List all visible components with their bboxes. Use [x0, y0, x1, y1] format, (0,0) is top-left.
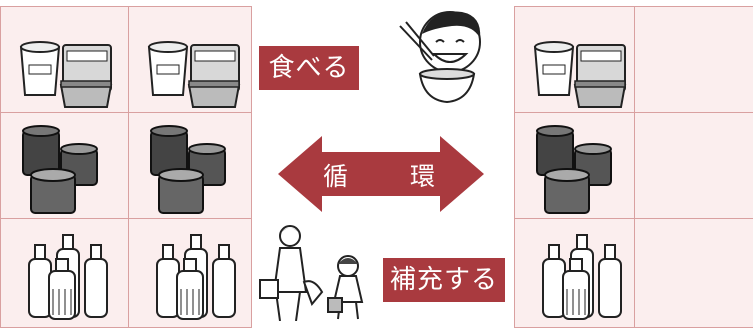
right-cell-empty-3	[634, 218, 753, 328]
water-bottles-icon	[542, 234, 622, 320]
canned-food-icon	[22, 125, 98, 214]
left-cell-noodles-2	[128, 6, 252, 114]
eat-label: 食べる	[259, 46, 359, 90]
canned-food-icon	[536, 125, 612, 214]
replenish-label: 補充する	[383, 258, 505, 302]
water-bottles-icon	[156, 234, 236, 320]
instant-noodles-icon	[148, 41, 240, 108]
right-cell-empty-2	[634, 112, 753, 220]
left-cell-noodles-1	[0, 6, 130, 114]
cycle-label-right: 環	[410, 162, 436, 191]
cycle-label-left: 循	[323, 162, 349, 191]
right-cell-bottles	[514, 218, 636, 328]
cycle-arrow	[278, 136, 484, 212]
left-cell-bottles-2	[128, 218, 252, 328]
left-cell-cans-1	[0, 112, 130, 220]
right-cell-empty-1	[634, 6, 753, 114]
left-cell-cans-2	[128, 112, 252, 220]
instant-noodles-icon	[534, 41, 626, 108]
right-cell-cans	[514, 112, 636, 220]
left-cell-bottles-1	[0, 218, 130, 328]
water-bottles-icon	[28, 234, 108, 320]
instant-noodles-icon	[20, 41, 112, 108]
canned-food-icon	[150, 125, 226, 214]
shopping-family-icon	[259, 225, 364, 321]
right-cell-noodles	[514, 6, 636, 114]
eating-boy-icon	[399, 11, 481, 104]
